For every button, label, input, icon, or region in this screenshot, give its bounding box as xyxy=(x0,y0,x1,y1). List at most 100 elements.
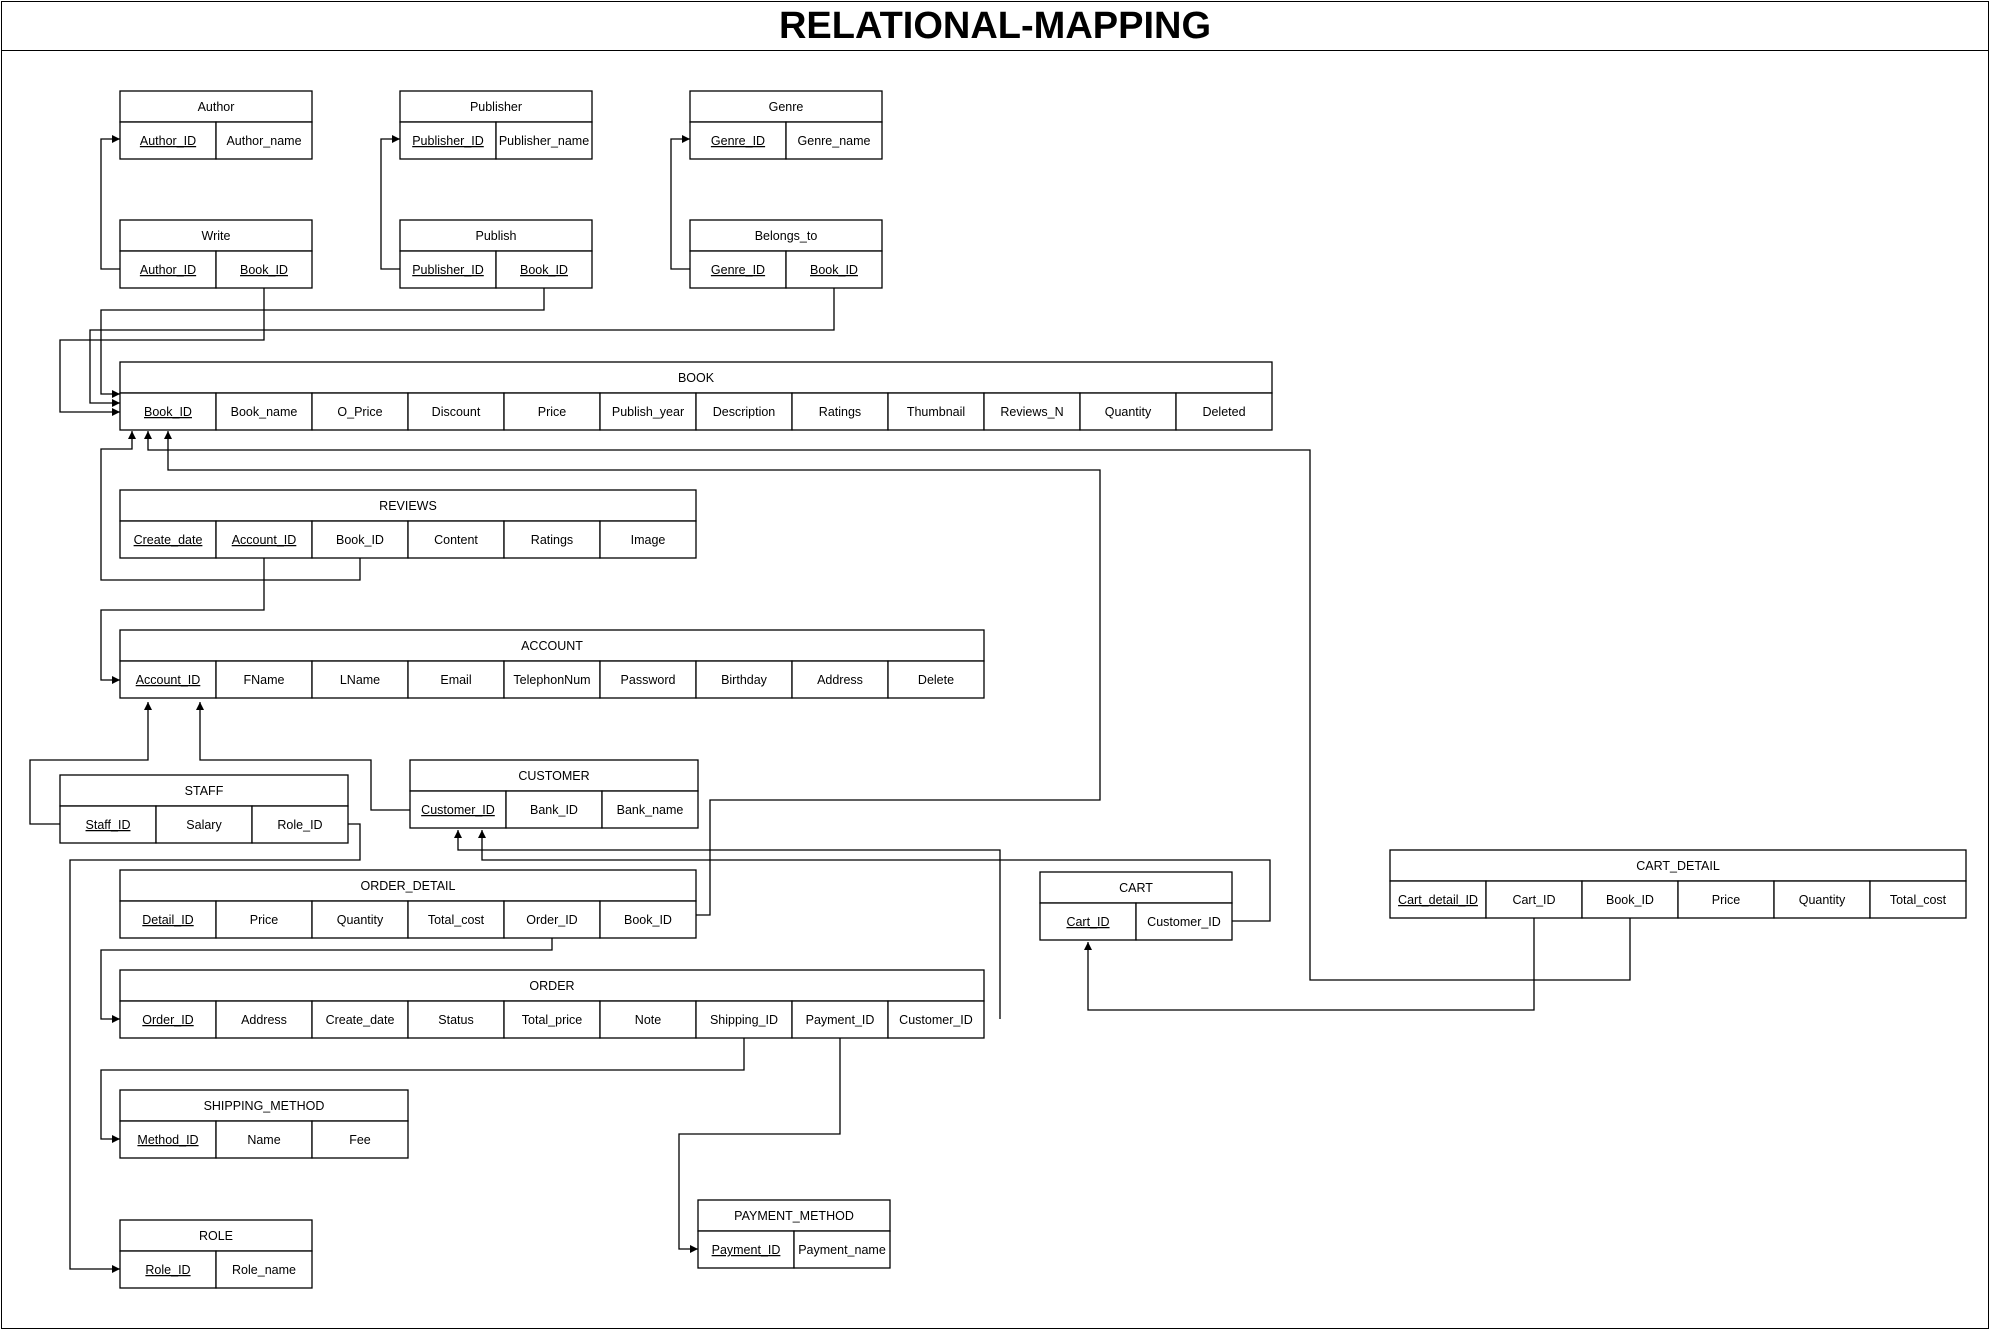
table-header-box xyxy=(119,361,1273,394)
key-column-name: Account_ID xyxy=(136,673,201,687)
column-name: Price xyxy=(1712,893,1741,907)
table-header-box xyxy=(689,90,883,123)
staff-account-link xyxy=(29,702,152,825)
column-cell xyxy=(215,1250,313,1289)
customer-account-link xyxy=(196,702,410,811)
column-name: TelephonNum xyxy=(513,673,590,687)
key-column-name: Book_ID xyxy=(520,263,568,277)
column-cell xyxy=(251,805,349,844)
column-cell xyxy=(887,660,985,699)
column-cell xyxy=(215,520,313,559)
column-name: Salary xyxy=(186,818,222,832)
staff-role-link xyxy=(69,823,361,1273)
column-cell xyxy=(311,900,409,939)
key-column-name: Book_ID xyxy=(144,405,192,419)
table-name: Author xyxy=(198,100,235,114)
cart-customer-link xyxy=(478,830,1271,922)
column-name: Cart_ID xyxy=(1512,893,1555,907)
table-header-box xyxy=(119,219,313,252)
column-cell xyxy=(119,392,217,431)
column-name: Fee xyxy=(349,1133,371,1147)
column-cell xyxy=(695,392,793,431)
column-name: Status xyxy=(438,1013,473,1027)
key-column-name: Create_date xyxy=(134,533,203,547)
column-cell xyxy=(119,660,217,699)
cart-detail-book-link xyxy=(144,431,1631,981)
column-cell xyxy=(155,805,253,844)
column-cell xyxy=(495,250,593,289)
key-column-name: Author_ID xyxy=(140,263,196,277)
key-column-name: Genre_ID xyxy=(711,134,765,148)
column-name: Delete xyxy=(918,673,954,687)
column-name: Password xyxy=(621,673,676,687)
column-cell xyxy=(503,392,601,431)
column-cell xyxy=(215,900,313,939)
key-column-name: Book_ID xyxy=(810,263,858,277)
table-name: CUSTOMER xyxy=(518,769,589,783)
column-cell xyxy=(407,520,505,559)
column-cell xyxy=(1677,880,1775,919)
key-column-name: Role_ID xyxy=(145,1263,190,1277)
column-cell xyxy=(215,1000,313,1039)
column-cell xyxy=(119,900,217,939)
column-name: Bank_name xyxy=(617,803,684,817)
belongs-book-link xyxy=(89,288,835,407)
table-header-box xyxy=(399,219,593,252)
column-name: Price xyxy=(538,405,567,419)
key-column-name: Payment_ID xyxy=(712,1243,781,1257)
order-customer-link xyxy=(454,830,1001,1019)
table-header-box xyxy=(399,90,593,123)
column-name: Payment_ID xyxy=(806,1013,875,1027)
column-name: Content xyxy=(434,533,478,547)
table-header-box xyxy=(1389,849,1967,882)
column-name: Deleted xyxy=(1202,405,1245,419)
column-name: Ratings xyxy=(531,533,573,547)
write-author-link xyxy=(100,135,120,270)
column-name: Address xyxy=(817,673,863,687)
table-name: ORDER xyxy=(529,979,574,993)
column-cell xyxy=(119,1000,217,1039)
reviews-book-link xyxy=(100,431,361,581)
column-name: Create_date xyxy=(326,1013,395,1027)
key-column-name: Publisher_ID xyxy=(412,263,484,277)
table-header-box xyxy=(59,774,349,807)
table-name: CART xyxy=(1119,881,1153,895)
column-cell xyxy=(215,250,313,289)
table-header-box xyxy=(119,629,985,662)
column-name: Address xyxy=(241,1013,287,1027)
key-column-name: Order_ID xyxy=(142,1013,193,1027)
table-header-box xyxy=(119,869,697,902)
column-name: Ratings xyxy=(819,405,861,419)
column-cell xyxy=(599,520,697,559)
column-cell xyxy=(311,660,409,699)
column-name: Publish_year xyxy=(612,405,684,419)
table-header-box xyxy=(119,1219,313,1252)
table-header-box xyxy=(119,969,985,1002)
column-name: Quantity xyxy=(1105,405,1152,419)
table-name: PAYMENT_METHOD xyxy=(734,1209,854,1223)
column-cell xyxy=(689,121,787,160)
column-name: Book_name xyxy=(231,405,298,419)
table-name: Belongs_to xyxy=(755,229,818,243)
order-detail-order-link xyxy=(100,938,553,1023)
column-cell xyxy=(601,790,699,829)
column-cell xyxy=(695,660,793,699)
column-name: Order_ID xyxy=(526,913,577,927)
belongs-genre-link xyxy=(670,135,690,270)
column-cell xyxy=(495,121,593,160)
write-book-link xyxy=(59,288,265,416)
column-name: Quantity xyxy=(337,913,384,927)
column-cell xyxy=(503,900,601,939)
